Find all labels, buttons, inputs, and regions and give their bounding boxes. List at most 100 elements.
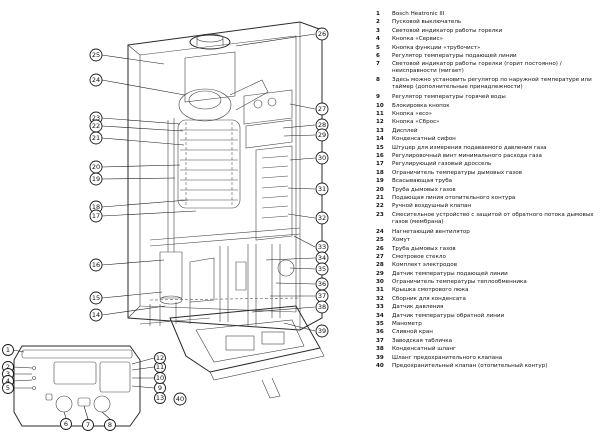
legend-item-31: 31 Крышка смотрового люка — [376, 286, 598, 294]
svg-text:1: 1 — [6, 346, 10, 354]
svg-text:13: 13 — [156, 394, 164, 402]
flue-collar — [189, 33, 231, 50]
callout-37: 37 — [315, 289, 329, 303]
legend-text: Кнопка «Сервис» — [392, 36, 444, 43]
legend-text: Bosch Heatronic III — [392, 11, 445, 17]
legend-number: 31 — [376, 287, 384, 294]
boiler-diagram-svg: 25 24 23 22 21 20 19 18 17 16 15 14 26 2… — [2, 21, 329, 431]
boiler-casing — [127, 21, 323, 331]
legend-number: 40 — [376, 362, 384, 369]
legend-item-35: 35 Манометр — [376, 320, 598, 328]
legend-number: 13 — [376, 127, 384, 134]
lower-hydraulics — [149, 227, 301, 326]
callout-29: 29 — [315, 128, 329, 142]
callout-35: 35 — [315, 262, 329, 276]
callout-31: 31 — [315, 182, 329, 196]
callout-26: 26 — [315, 27, 329, 41]
legend-number: 9 — [376, 94, 380, 101]
legend-number: 30 — [376, 279, 384, 286]
callout-1: 1 — [2, 344, 14, 356]
legend-text: Кнопка функции «трубочист» — [392, 44, 481, 51]
legend-text: Штуцер для измерения подаваемого давлени… — [392, 144, 547, 151]
legend-number: 11 — [376, 111, 384, 118]
svg-text:17: 17 — [92, 212, 100, 220]
callout-24: 24 — [89, 73, 103, 87]
legend-text: Регулирующий газовый дроссель — [392, 161, 492, 168]
callout-9: 9 — [154, 382, 166, 394]
legend-number: 4 — [376, 36, 380, 43]
legend-text: Заводская табличка — [392, 337, 453, 344]
svg-text:25: 25 — [92, 51, 100, 59]
svg-text:24: 24 — [92, 76, 100, 84]
callout-12: 12 — [154, 352, 166, 364]
svg-text:34: 34 — [318, 254, 326, 262]
legend-number: 20 — [376, 186, 384, 193]
svg-text:7: 7 — [86, 421, 90, 429]
legend-text: Конденсатный шланг — [392, 346, 456, 353]
legend-item-15: 15 Штуцер для измерения подаваемого давле… — [376, 144, 598, 152]
callout-7: 7 — [82, 419, 94, 431]
svg-text:9: 9 — [158, 384, 162, 392]
legend-text: Ручной воздушный клапан — [392, 203, 472, 210]
svg-text:21: 21 — [92, 134, 100, 142]
legend-number: 24 — [376, 228, 384, 235]
svg-text:23: 23 — [92, 114, 100, 122]
legend-text: Крышка смотрового люка — [392, 287, 469, 294]
callout-34: 34 — [315, 251, 329, 265]
legend-number: 38 — [376, 346, 384, 353]
callout-40: 40 — [173, 392, 187, 406]
legend-number: 5 — [376, 44, 380, 51]
legend-text: Сливной кран — [392, 329, 433, 336]
svg-text:40: 40 — [176, 395, 184, 403]
legend-text: Подающая линия отопительного контура — [392, 194, 516, 201]
legend-text: Световой индикатор работы горелки (горит… — [392, 61, 562, 75]
legend-number: 35 — [376, 321, 384, 328]
svg-text:32: 32 — [318, 214, 326, 222]
callout-17: 17 — [89, 209, 103, 223]
legend-text: Манометр — [392, 321, 422, 328]
legend-text: Всасывающая труба — [392, 178, 453, 185]
legend-text: Комплект электродов — [392, 262, 457, 269]
legend-number: 26 — [376, 245, 384, 252]
legend-text: Ограничитель температуры дымовых газов — [392, 169, 523, 176]
callout-8: 8 — [104, 419, 116, 431]
svg-text:18: 18 — [92, 203, 100, 211]
legend-number: 15 — [376, 144, 384, 151]
svg-text:4: 4 — [6, 377, 10, 385]
legend-item-4: 4 Кнопка «Сервис» — [376, 35, 598, 43]
legend-text: Шланг предохранительного клапана — [392, 354, 503, 361]
svg-text:27: 27 — [318, 105, 326, 113]
callout-32: 32 — [315, 211, 329, 225]
legend-number: 7 — [376, 61, 380, 68]
legend-number: 34 — [376, 312, 384, 319]
legend-number: 1 — [376, 11, 380, 17]
legend-number: 16 — [376, 153, 384, 160]
legend-item-5: 5 Кнопка функции «трубочист» — [376, 44, 598, 52]
svg-text:29: 29 — [318, 131, 326, 139]
svg-text:36: 36 — [318, 280, 326, 288]
legend-number: 19 — [376, 178, 384, 185]
legend-text: Световой индикатор работы горелки — [392, 27, 503, 34]
legend-number: 32 — [376, 295, 384, 302]
svg-text:22: 22 — [92, 122, 100, 130]
legend-text: Хомут — [392, 237, 411, 244]
legend-number: 37 — [376, 337, 384, 344]
callout-16: 16 — [89, 258, 103, 272]
legend-text: Сборник для конденсата — [392, 295, 466, 302]
legend-text: Кнопка «Сброс» — [392, 119, 440, 126]
legend-text: Труба дымовых газов — [392, 245, 456, 252]
legend-text: Датчик температуры подающей линии — [392, 270, 508, 277]
bottom-connections — [139, 302, 211, 326]
